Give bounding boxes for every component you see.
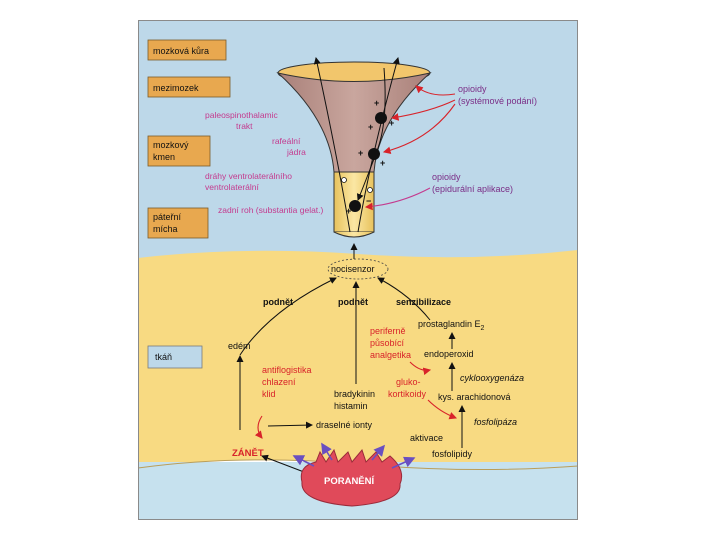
- raphe-label-line1: rafeální: [272, 136, 301, 146]
- brainstem-label-box: [147, 135, 211, 167]
- cortex-label: mozková kůra: [153, 46, 209, 56]
- stimulus-label-1: podnět: [263, 297, 293, 307]
- antiphlogistics-arrow: [254, 415, 263, 439]
- minus-sign-2: +: [346, 206, 351, 216]
- tissue-region-background: [138, 250, 578, 470]
- neuron-spinal: [349, 200, 361, 212]
- bradykinin-label: bradykinin: [334, 389, 375, 399]
- nocisensor-outline: [327, 258, 389, 280]
- synapse-small-1: [341, 177, 347, 183]
- inflammation-from-injury: [261, 454, 305, 473]
- cortex-label-box: [147, 39, 227, 61]
- opioids-epidural-line1: opioidy: [432, 172, 461, 182]
- plus-sign-2: +: [368, 122, 373, 132]
- edema-label: edém: [228, 341, 251, 351]
- arachidonic-label: kys. arachidonová: [438, 392, 511, 402]
- glucocorticoids-line1: gluko-: [396, 377, 421, 387]
- peripheral-analgesics-line3: analgetika: [370, 350, 411, 360]
- tissue-label: tkáň: [155, 352, 172, 362]
- plus-sign-5: +: [380, 158, 385, 168]
- opioids-systemic-line1: opioidy: [458, 84, 487, 94]
- sensitization-arrow: [377, 277, 431, 321]
- inflammation-to-potassium: [267, 421, 313, 429]
- glucocorticoids-line2: kortikoidy: [388, 389, 427, 399]
- spinothalamic-label-line1: paleospinothalamic: [205, 110, 279, 120]
- sensitization-label: senzibilizace: [396, 297, 451, 307]
- peripheral-analgesics-arrow: [409, 361, 432, 376]
- antiphlogistics-line3: klid: [262, 389, 276, 399]
- dorsolateral-label-line1: dráhy ventrolaterálního: [205, 171, 292, 181]
- release-arrow-1: [292, 455, 315, 467]
- ascending-tract-left: [313, 57, 351, 233]
- nocisensor-label: nocisenzor: [331, 264, 375, 274]
- opioids-epidural-arrow: [364, 187, 431, 211]
- prostaglandin-label: prostaglandin E2: [418, 319, 485, 332]
- release-arrow-3: [371, 444, 386, 461]
- opioids-systemic-arrow-1: [415, 85, 456, 96]
- raphe-label-line2: jádra: [286, 147, 306, 157]
- funnel-spinal-bottom: [333, 231, 375, 238]
- tissue-label-box: [147, 345, 203, 369]
- peripheral-analgesics-line1: periferně: [370, 326, 406, 336]
- potassium-label: draselné ionty: [316, 420, 373, 430]
- spinal-label-line2: mícha: [153, 224, 178, 234]
- peripheral-analgesics-line2: působící: [370, 338, 405, 348]
- glucocorticoids-arrow: [427, 399, 458, 420]
- cox-label: cyklooxygenáza: [460, 373, 524, 383]
- stimulus-label-2: podnět: [338, 297, 368, 307]
- synapse-small-2: [367, 187, 373, 193]
- minus-sign-1: −: [366, 196, 371, 206]
- release-arrow-4: [391, 456, 416, 469]
- phospholipase-label: fosfolipáza: [474, 417, 517, 427]
- brainstem-label-line2: kmen: [153, 152, 175, 162]
- spinothalamic-label-line2: trakt: [236, 121, 253, 131]
- opioids-systemic-arrow-3: [382, 103, 456, 155]
- spinal-label-box: [147, 207, 209, 239]
- opioids-epidural-line2: (epidurální aplikace): [432, 184, 513, 194]
- dorsal-horn-label: zadní roh (substantia gelat.): [218, 205, 324, 215]
- release-arrow-2: [321, 442, 333, 461]
- plus-sign-1: +: [374, 98, 379, 108]
- injury-splash: [300, 448, 403, 507]
- midbrain-label-box: [147, 76, 231, 98]
- antiphlogistics-line2: chlazení: [262, 377, 296, 387]
- inflammation-label: ZÁNĚT: [232, 447, 264, 459]
- histamine-label: histamin: [334, 401, 368, 411]
- opioids-systemic-arrow-2: [390, 99, 456, 121]
- neuron-midbrain: [375, 112, 387, 124]
- spinal-label-line1: páteřní: [153, 212, 182, 222]
- dorsolateral-label-line2: ventrolaterální: [205, 182, 260, 192]
- antiphlogistics-line1: antiflogistika: [262, 365, 312, 375]
- phospholipids-label: fosfolipidy: [432, 449, 473, 459]
- plus-sign-3: +: [389, 118, 394, 128]
- activation-label: aktivace: [410, 433, 443, 443]
- endoperoxide-label: endoperoxid: [424, 349, 474, 359]
- neuron-brainstem: [368, 148, 380, 160]
- brainstem-label-line1: mozkový: [153, 140, 189, 150]
- opioids-systemic-line2: (systémové podání): [458, 96, 537, 106]
- plus-sign-4: +: [358, 148, 363, 158]
- descending-tract: [356, 67, 386, 201]
- midbrain-label: mezimozek: [153, 83, 199, 93]
- injury-label: PORANĚNÍ: [324, 475, 375, 487]
- stimulus-arrow-1: [239, 277, 337, 356]
